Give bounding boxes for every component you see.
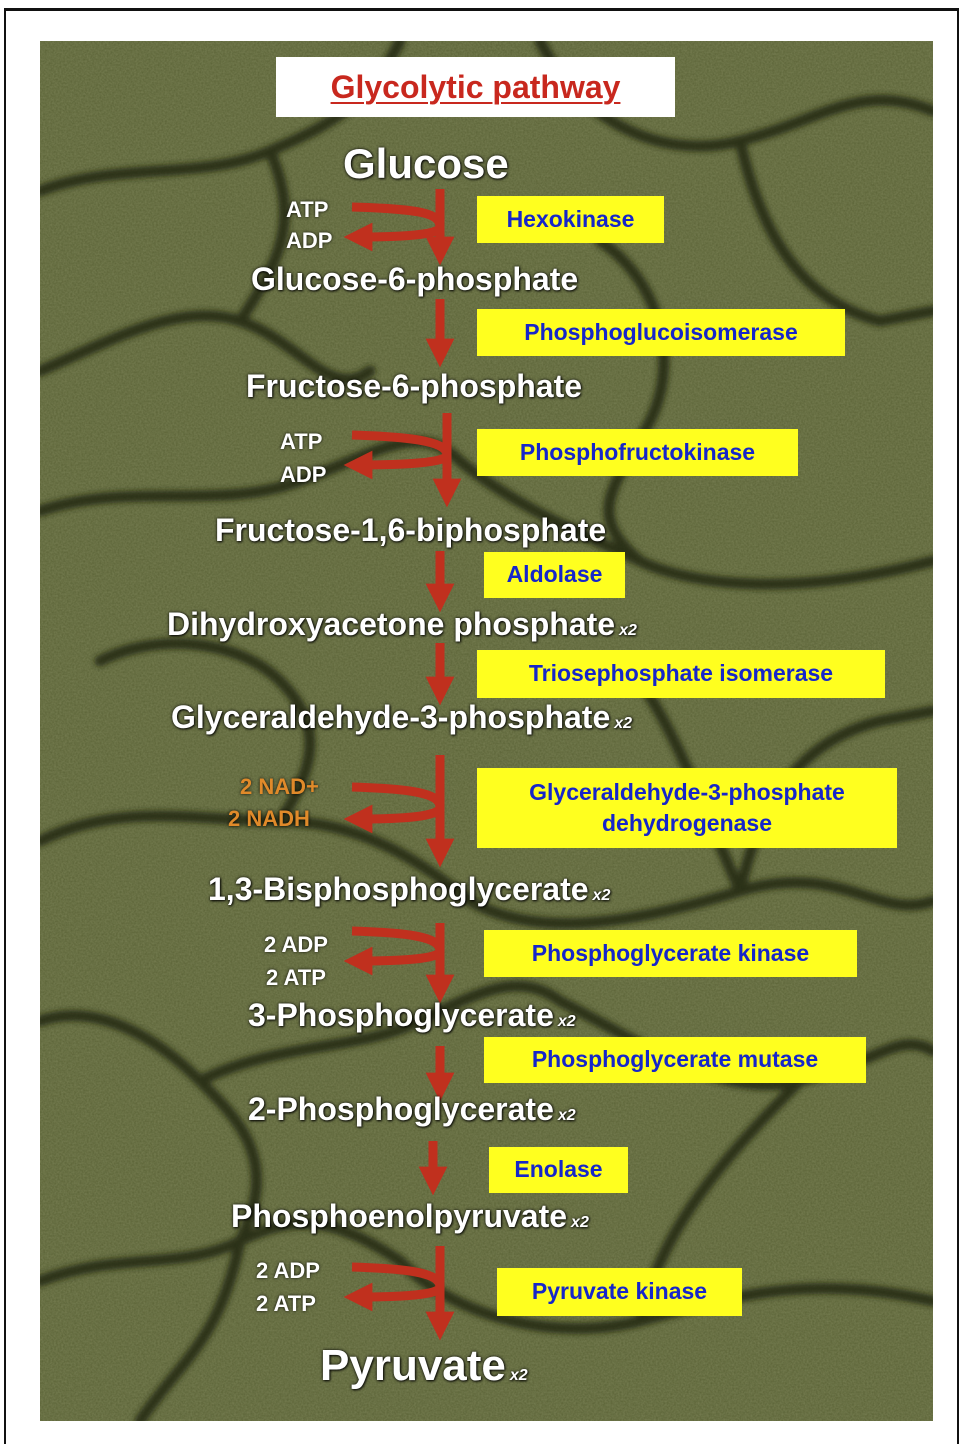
enzyme-gapdh: Glyceraldehyde-3-phosphate dehydrogenase [477, 768, 897, 848]
diagram-panel: Glycolytic pathway [40, 41, 933, 1421]
cofactor-pfk-out: ADP [280, 464, 326, 486]
cofactor-gapdh-out: 2 NADH [228, 808, 310, 830]
enzyme-phosphoglycerate-kinase: Phosphoglycerate kinase [484, 930, 857, 977]
multiplier-label: x2 [619, 622, 637, 639]
enzyme-phosphoglucoisomerase: Phosphoglucoisomerase [477, 309, 845, 356]
enzyme-aldolase: Aldolase [484, 552, 625, 598]
side-arrow-hexokinase [352, 207, 440, 237]
enzyme-phosphofructokinase: Phosphofructokinase [477, 429, 798, 476]
cofactor-hexokinase-in: ATP [286, 199, 328, 221]
cofactor-hexokinase-out: ADP [286, 230, 332, 252]
metabolite-dihydroxyacetone-phosphate: Dihydroxyacetone phosphatex2 [167, 608, 637, 640]
cofactor-pfk-in: ATP [280, 431, 322, 453]
side-arrow-pgk [352, 931, 440, 961]
metabolite-2-phosphoglycerate: 2-Phosphoglyceratex2 [248, 1093, 576, 1125]
cofactor-pgk-out: 2 ATP [266, 967, 326, 989]
side-arrow-gapdh [352, 787, 440, 819]
metabolite-3-phosphoglycerate: 3-Phosphoglyceratex2 [248, 999, 576, 1031]
multiplier-label: x2 [614, 715, 632, 732]
metabolite-fructose-6-phosphate: Fructose-6-phosphate [246, 370, 582, 402]
multiplier-label: x2 [558, 1013, 576, 1030]
enzyme-pyruvate-kinase: Pyruvate kinase [497, 1268, 742, 1316]
cofactor-pk-in: 2 ADP [256, 1260, 320, 1282]
multiplier-label: x2 [593, 887, 611, 904]
enzyme-phosphoglycerate-mutase: Phosphoglycerate mutase [484, 1037, 866, 1083]
metabolite-phosphoenolpyruvate: Phosphoenolpyruvatex2 [231, 1200, 589, 1232]
enzyme-gapdh-line2: dehydrogenase [602, 808, 772, 839]
side-arrow-pk [352, 1267, 440, 1297]
multiplier-label: x2 [571, 1214, 589, 1231]
multiplier-label: x2 [510, 1367, 528, 1384]
metabolite-glucose-6-phosphate: Glucose-6-phosphate [251, 263, 578, 295]
metabolite-1-3-bisphosphoglycerate: 1,3-Bisphosphoglyceratex2 [208, 873, 610, 905]
multiplier-label: x2 [558, 1107, 576, 1124]
cofactor-pgk-in: 2 ADP [264, 934, 328, 956]
pathway-diagram: Glucose Glucose-6-phosphate Fructose-6-p… [40, 41, 933, 1421]
enzyme-hexokinase: Hexokinase [477, 196, 664, 243]
metabolite-pyruvate: Pyruvatex2 [320, 1344, 528, 1388]
metabolite-fructose-1-6-biphosphate: Fructose-1,6-biphosphate [215, 514, 606, 546]
enzyme-triosephosphate-isomerase: Triosephosphate isomerase [477, 650, 885, 698]
metabolite-glyceraldehyde-3-phosphate: Glyceraldehyde-3-phosphatex2 [171, 701, 632, 733]
cofactor-gapdh-in: 2 NAD+ [240, 776, 319, 798]
cofactor-pk-out: 2 ATP [256, 1293, 316, 1315]
side-arrow-pfk [352, 435, 447, 465]
enzyme-gapdh-line1: Glyceraldehyde-3-phosphate [529, 777, 845, 808]
metabolite-glucose: Glucose [343, 143, 509, 185]
enzyme-enolase: Enolase [489, 1147, 628, 1193]
